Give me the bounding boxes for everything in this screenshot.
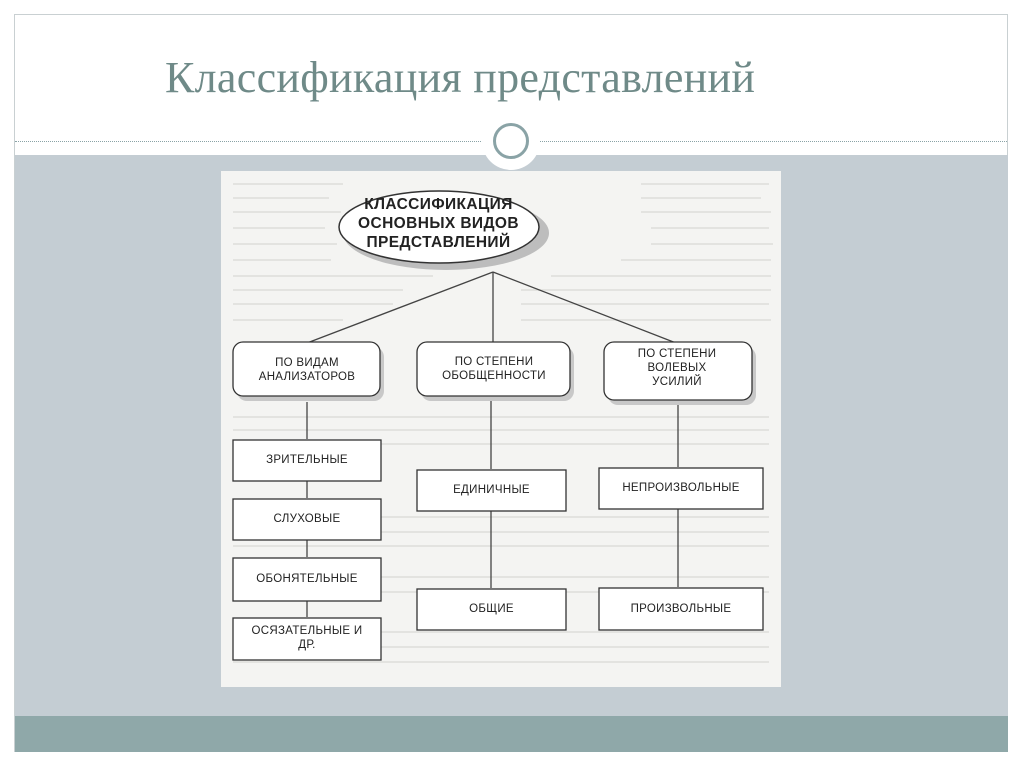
item-label-visual: ЗРИТЕЛЬНЫЕ xyxy=(266,454,348,466)
item-label-olfactory: ОБОНЯТЕЛЬНЫЕ xyxy=(256,573,358,585)
item-label-involuntary: НЕПРОИЗВОЛЬНЫЕ xyxy=(622,482,740,494)
item-box-visual xyxy=(232,439,382,482)
ring-icon xyxy=(493,123,529,159)
item-label-auditory: СЛУХОВЫЕ xyxy=(273,513,341,525)
item-box-tactile xyxy=(232,617,382,661)
slide-title: Классификация представлений xyxy=(165,53,756,102)
item-label-general: ОБЩИЕ xyxy=(469,603,514,615)
item-box-general xyxy=(416,588,567,631)
item-box-single xyxy=(416,469,567,512)
item-box-olfactory xyxy=(232,557,382,602)
category-generality-box xyxy=(416,341,571,397)
diagram-lines xyxy=(232,190,764,661)
item-label-tactile: ОСЯЗАТЕЛЬНЫЕ И ДР. xyxy=(251,625,363,651)
classification-diagram: КЛАССИФИКАЦИЯ ОСНОВНЫХ ВИДОВ ПРЕДСТАВЛЕН… xyxy=(221,171,781,687)
category-analyzers-box xyxy=(232,341,381,397)
category-label-volition: ПО СТЕПЕНИ ВОЛЕВЫХ УСИЛИЙ xyxy=(637,348,717,388)
footer-bar xyxy=(15,716,1008,752)
item-box-auditory xyxy=(232,498,382,541)
root-ellipse xyxy=(338,190,540,264)
item-box-voluntary xyxy=(598,587,764,631)
diagram-root-label: КЛАССИФИКАЦИЯ ОСНОВНЫХ ВИДОВ ПРЕДСТАВЛЕН… xyxy=(358,196,519,251)
category-label-generality: ПО СТЕПЕНИ ОБОБЩЕННОСТИ xyxy=(442,356,546,382)
category-volition-box xyxy=(603,341,753,401)
item-label-voluntary: ПРОИЗВОЛЬНЫЕ xyxy=(630,603,732,615)
category-label-analyzers: ПО ВИДАМ АНАЛИЗАТОРОВ xyxy=(258,357,356,383)
item-label-single: ЕДИНИЧНЫЕ xyxy=(453,484,530,496)
item-box-involuntary xyxy=(598,467,764,510)
